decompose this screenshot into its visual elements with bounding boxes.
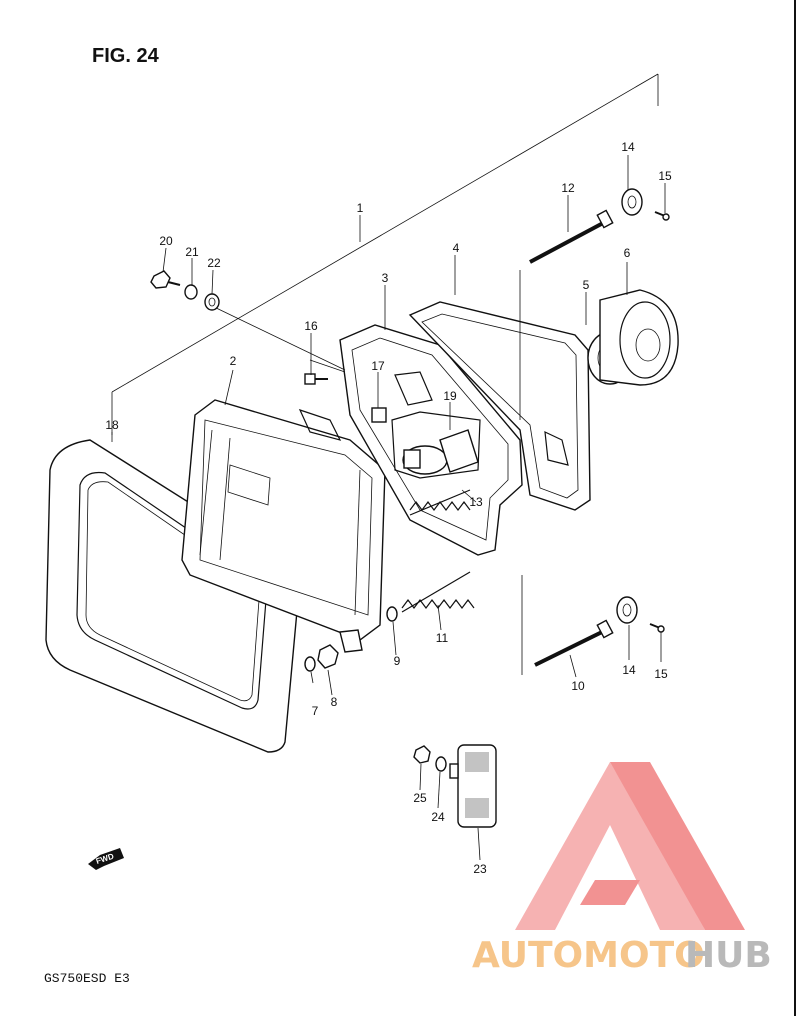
callout-22: 22 bbox=[207, 256, 221, 270]
callout-7: 7 bbox=[312, 704, 319, 718]
callout-16: 16 bbox=[304, 319, 318, 333]
callout-25: 25 bbox=[413, 791, 427, 805]
adjuster-knob-lower bbox=[616, 596, 638, 624]
callout-leaders bbox=[111, 155, 666, 861]
callout-20: 20 bbox=[159, 234, 173, 248]
callout-13: 13 bbox=[469, 495, 483, 509]
watermark-text-part1: AUTOMOTO bbox=[472, 935, 705, 976]
figure-title: FIG. 24 bbox=[92, 45, 160, 67]
callout-15-upper: 15 bbox=[658, 169, 672, 183]
callout-23: 23 bbox=[473, 862, 487, 876]
spring-13 bbox=[409, 489, 471, 516]
callout-21: 21 bbox=[185, 245, 199, 259]
headlight-rim bbox=[45, 439, 299, 753]
callout-14-upper: 14 bbox=[621, 140, 635, 154]
callout-labels: 1 2 3 4 5 6 7 8 9 10 11 12 13 14 14 15 1… bbox=[105, 140, 672, 876]
screw-15-upper bbox=[654, 211, 670, 221]
screw-15-lower bbox=[649, 623, 665, 633]
callout-2: 2 bbox=[230, 354, 237, 368]
model-code: GS750ESD E3 bbox=[44, 971, 130, 986]
clip-17 bbox=[371, 407, 387, 423]
callout-15-lower: 15 bbox=[654, 667, 668, 681]
watermark-text-part2: HUB bbox=[685, 935, 772, 976]
callout-11: 11 bbox=[436, 631, 449, 645]
washer-22 bbox=[204, 293, 220, 311]
adjuster-screw-upper bbox=[529, 209, 614, 264]
callout-5: 5 bbox=[583, 278, 590, 292]
callout-1: 1 bbox=[357, 201, 364, 215]
adjuster-knob-upper bbox=[621, 188, 643, 216]
nut-21 bbox=[184, 284, 198, 300]
assembly-bracket bbox=[111, 73, 659, 435]
callout-14-lower: 14 bbox=[622, 663, 636, 677]
washer-7 bbox=[304, 656, 316, 672]
callout-19: 19 bbox=[443, 389, 457, 403]
triangle-logo-icon bbox=[515, 762, 745, 930]
callout-8: 8 bbox=[331, 695, 338, 709]
callout-10: 10 bbox=[571, 679, 585, 693]
washer-24 bbox=[435, 756, 447, 772]
alignment-lines bbox=[209, 270, 523, 675]
nut-8 bbox=[317, 644, 339, 669]
screw-16 bbox=[304, 373, 328, 385]
socket-cover bbox=[599, 289, 679, 386]
headlight-housing bbox=[339, 324, 523, 556]
bolt-20 bbox=[150, 270, 181, 289]
callout-4: 4 bbox=[453, 241, 460, 255]
washer-9 bbox=[386, 606, 398, 622]
callout-18: 18 bbox=[105, 418, 119, 432]
reflector-23 bbox=[449, 744, 497, 828]
fwd-arrow-icon: FWD bbox=[88, 848, 124, 870]
callout-9: 9 bbox=[394, 654, 401, 668]
adjuster-screw-lower bbox=[534, 619, 614, 667]
callout-6: 6 bbox=[624, 246, 631, 260]
mounting-frame bbox=[408, 301, 591, 511]
callout-12: 12 bbox=[561, 181, 575, 195]
callout-17: 17 bbox=[371, 359, 385, 373]
sealed-beam-unit bbox=[181, 399, 386, 653]
callout-3: 3 bbox=[382, 271, 389, 285]
callout-24: 24 bbox=[431, 810, 445, 824]
nut-25 bbox=[413, 745, 431, 764]
bulb bbox=[402, 429, 479, 475]
